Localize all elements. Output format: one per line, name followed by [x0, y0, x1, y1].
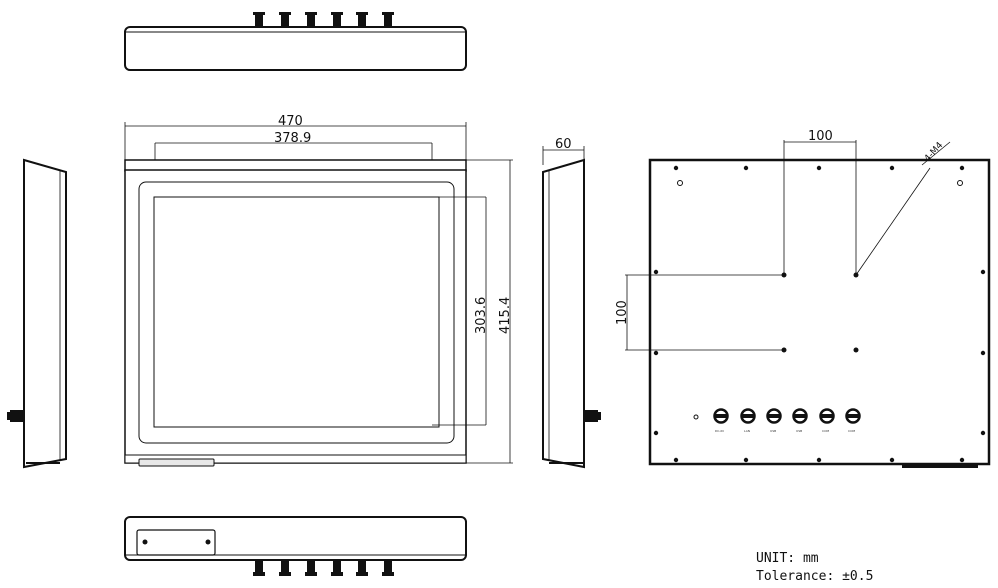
bottom-cover-plate — [136, 529, 216, 556]
top-view — [124, 12, 467, 71]
dim-mount-vertical: 100 — [615, 300, 630, 325]
rear-panel — [648, 158, 991, 466]
rear-port: DC-IN — [713, 408, 729, 433]
left-side-connector — [7, 410, 24, 422]
rear-port: LAN — [740, 408, 756, 433]
bottom-connectors — [253, 560, 394, 576]
right-side-connector — [584, 410, 601, 422]
front-badge — [138, 458, 215, 467]
rear-port: USB — [792, 408, 808, 433]
rear-ports: DC-IN LAN USB USB COM COM — [713, 408, 861, 433]
vesa-holes — [781, 272, 859, 353]
dim-height: 415.4 — [498, 297, 513, 334]
svg-text:LAN: LAN — [744, 429, 750, 433]
front-view: 470 378.9 303.6 415.4 — [124, 114, 513, 467]
bottom-view — [124, 516, 467, 576]
top-connectors — [253, 12, 394, 27]
svg-text:DC-IN: DC-IN — [715, 429, 724, 433]
unit-note: UNIT: mm — [756, 551, 819, 566]
dim-window-width: 378.9 — [274, 131, 311, 146]
svg-text:COM: COM — [848, 429, 855, 433]
rear-bottom-lip — [902, 464, 978, 468]
dim-window-height: 303.6 — [474, 297, 489, 334]
right-side-view: 60 — [542, 137, 601, 469]
rear-screws — [653, 165, 986, 463]
svg-text:USB: USB — [770, 429, 776, 433]
left-side-view — [7, 158, 67, 469]
rear-port: USB — [766, 408, 782, 433]
tolerance-note: Tolerance: ±0.5 — [756, 569, 873, 584]
dim-mount-horizontal: 100 — [808, 129, 833, 144]
rear-view: 100 100 4-M4 DC-IN LAN USB USB COM COM — [615, 129, 991, 468]
svg-text:USB: USB — [796, 429, 802, 433]
rear-port: COM — [819, 408, 835, 433]
rear-port: COM — [845, 408, 861, 433]
display-window — [153, 196, 440, 428]
top-view-body — [124, 26, 467, 71]
dim-width: 470 — [278, 114, 303, 129]
svg-text:COM: COM — [822, 429, 829, 433]
dim-depth: 60 — [555, 137, 572, 152]
